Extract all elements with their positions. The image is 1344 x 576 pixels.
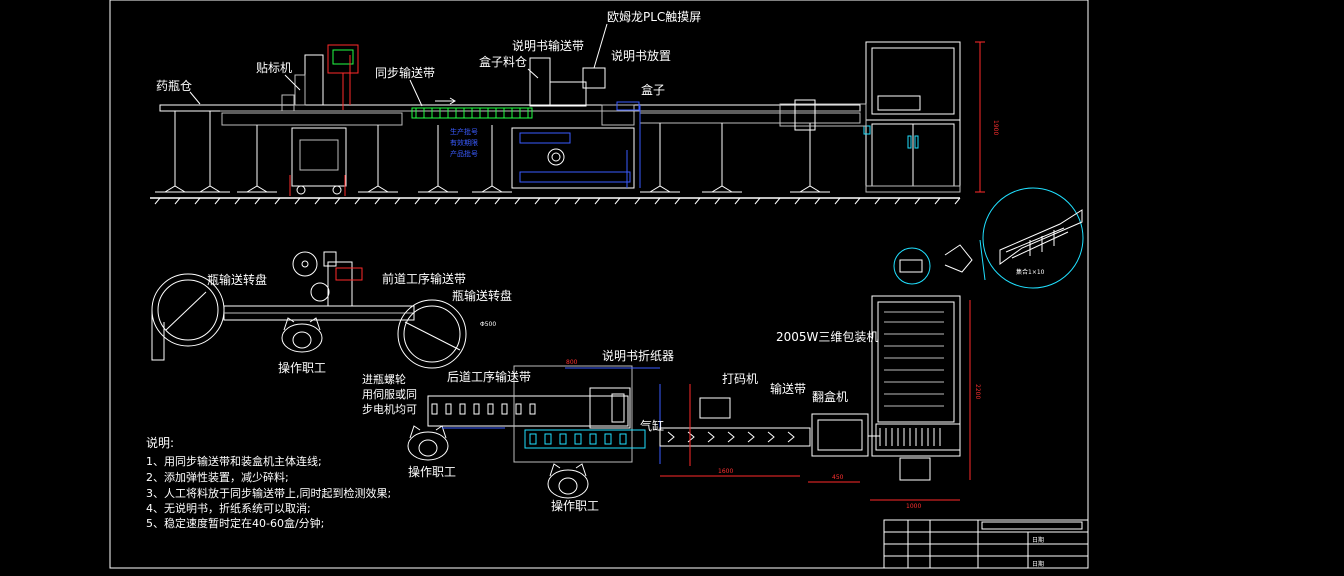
label-bottle-hopper: 药瓶仓 [156,79,192,93]
wrapping-machine-elevation [779,41,985,193]
label-cylinder: 气缸 [640,418,664,433]
label-turntable-left: 瓶输送转盘 [207,272,267,287]
detail-circle-large [982,187,1084,289]
label-labeler: 贴标机 [256,61,292,75]
flow-arrow [435,97,456,105]
note-item-1: 1、用同步输送带和装盒机主体连线; [146,454,322,468]
side-note-3: 步电机均可 [362,402,417,416]
dim-450: 450 [832,474,844,481]
turntable-right [397,299,467,369]
operator-1 [281,317,323,353]
box-magazine [529,57,551,107]
label-box-magazine: 盒子料仓 [479,54,527,69]
label-coding-machine: 打码机 [722,372,758,386]
side-note-2: 用伺服或同 [362,388,417,401]
plan-view [151,187,1084,501]
operator-3 [547,463,589,499]
dim-2200: 2200 [974,384,981,399]
floor-hatch [154,197,961,205]
notes-title: 说明: [146,435,174,450]
label-leaflet-folder: 说明书折纸器 [602,348,674,363]
label-output-belt: 输送带 [770,381,806,396]
label-wrapping-machine: 2005W三维包装机 [776,330,878,344]
coding-machine [699,397,731,419]
wrapping-machine-plan [871,295,961,457]
pack-bundle [999,209,1083,265]
label-front-conveyor: 前道工序输送带 [382,271,466,286]
operator-2 [407,425,449,461]
rear-conveyor [427,395,629,427]
title-block [883,519,1089,569]
pack-note: 集合1×10 [1016,268,1045,276]
drawing-frame [109,0,1089,569]
conveyor-rail-left [221,112,403,126]
leaflet-folder [589,387,631,429]
carton-track [524,429,646,449]
label-leaflet-belt: 说明书输送带 [512,38,584,53]
label-sync-belt: 同步输送带 [375,65,435,80]
note-item-2: 2、添加弹性装置，减少碎料; [146,470,289,484]
notes-block: 说明: 1、用同步输送带和装盒机主体连线; 2、添加弹性装置，减少碎料; 3、人… [146,435,391,530]
process-note-1: 生产批号 [450,127,478,136]
conveyor-rail-right [639,112,861,124]
dim-dia-500: Φ500 [480,321,496,328]
title-block-date-2: 日期 [1032,560,1044,568]
label-roll [292,251,318,277]
box-turner [811,413,869,457]
process-note-2: 有效期限 [450,138,478,147]
dim-height-1900: 1900 [992,120,999,135]
title-block-date-1: 日期 [1032,536,1044,544]
dim-800: 800 [566,359,578,366]
label-operator-1: 操作职工 [278,360,326,375]
label-box-turner: 翻盒机 [812,389,848,404]
labeler-machine [281,44,359,196]
label-rear-conveyor: 后道工序输送带 [447,369,531,384]
cartoner-body [511,57,641,189]
conveyor-legs [155,111,830,193]
sync-belt [411,97,533,119]
label-omron-screen: 欧姆龙PLC触摸屏 [607,10,701,24]
leaflet-stack [616,101,640,111]
detail-circle-small [893,247,931,285]
dim-1600: 1600 [718,468,733,475]
note-item-4: 4、无说明书，折纸系统可以取消; [146,501,311,515]
label-operator-3: 操作职工 [551,498,599,513]
label-leaflet-place: 说明书放置 [611,48,671,63]
output-belt [659,427,811,447]
process-note-3: 产品批号 [450,149,478,158]
label-turntable-right: 瓶输送转盘 [452,288,512,303]
note-item-3: 3、人工将料放于同步输送带上,同时起到检测效果; [146,486,391,500]
side-note-1: 进瓶螺轮 [362,372,406,386]
label-operator-2: 操作职工 [408,464,456,479]
dim-1000: 1000 [906,503,921,510]
label-box: 盒子 [641,82,665,97]
cartoner-plan [513,365,633,463]
note-item-5: 5、稳定速度暂时定在40-60盒/分钟; [146,516,324,530]
elevation-view: 生产批号 有效期限 产品批号 药瓶仓 贴标机 同步输送带 说明书输送带 盒子料仓… [150,10,999,205]
